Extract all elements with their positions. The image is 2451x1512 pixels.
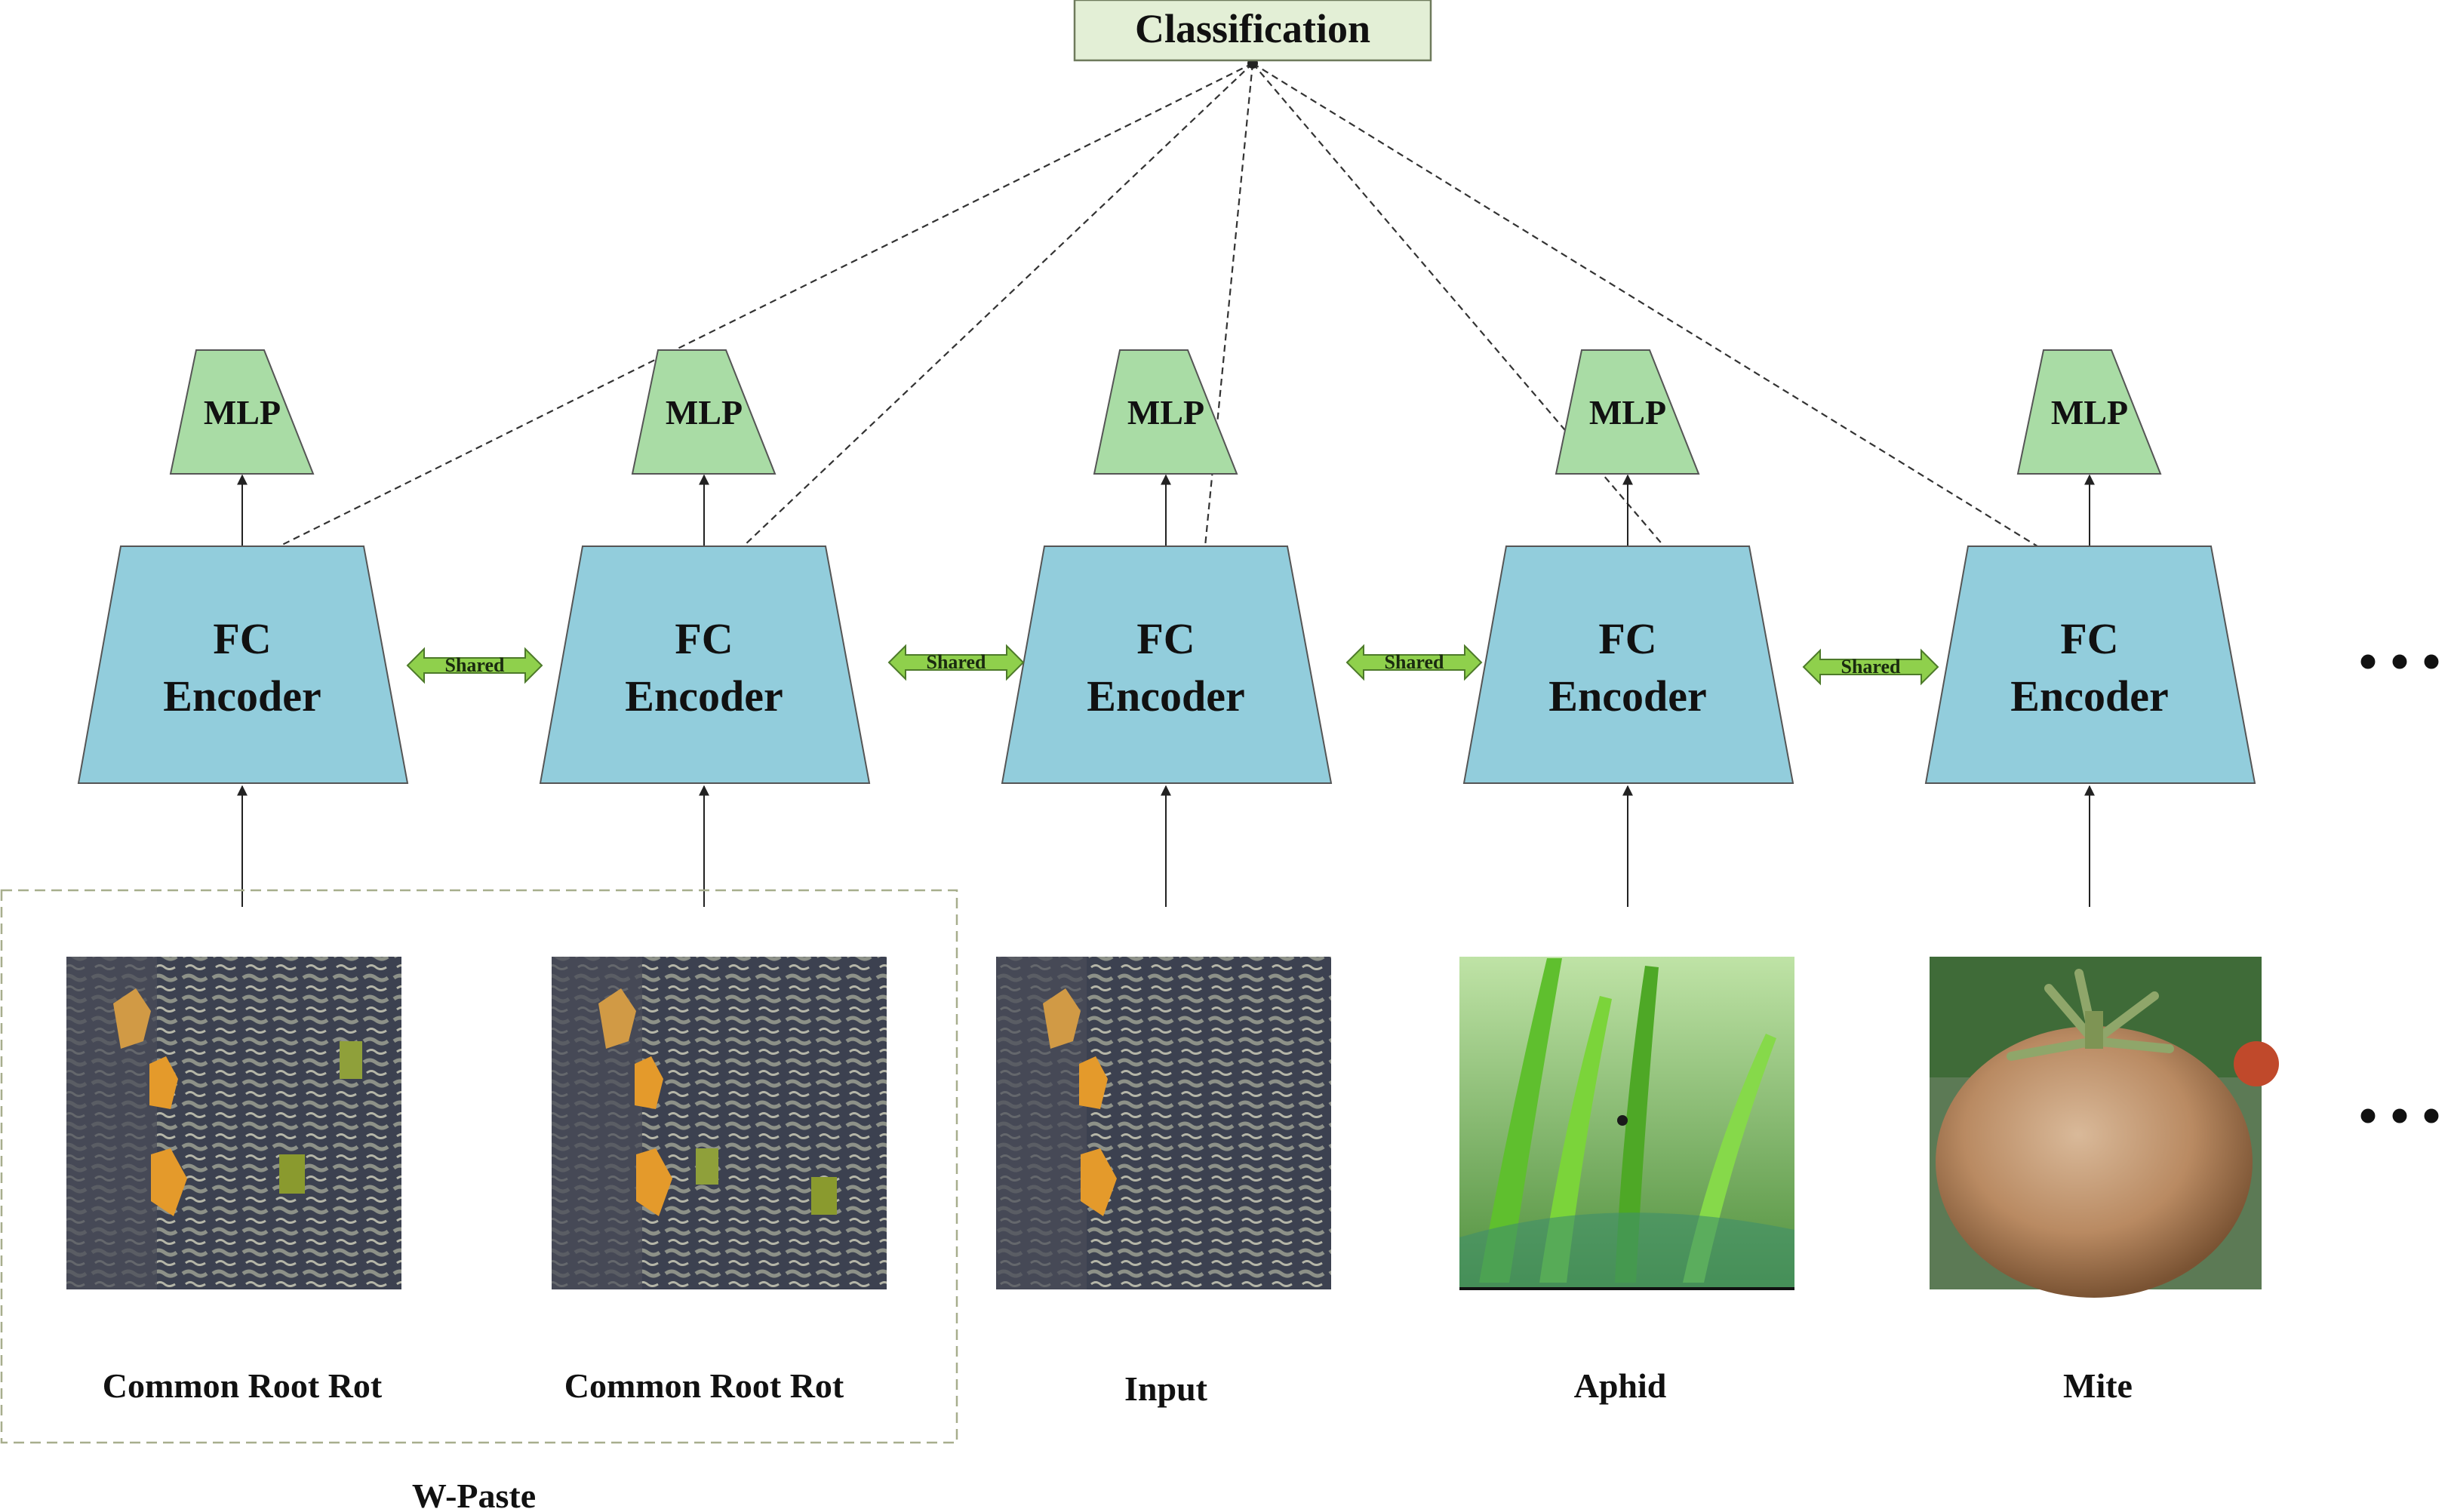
encoder-label-line1: FC	[675, 614, 733, 663]
column-aphid: MLP FC Encoder Aphid	[1459, 349, 1794, 1405]
ellipsis-encoders: • • •	[2359, 633, 2441, 691]
column-common-root-rot-1: MLP FC Encoder Common Root Rot	[66, 349, 409, 1405]
caption: Common Root Rot	[103, 1366, 383, 1405]
caption: Input	[1124, 1369, 1208, 1408]
encoder-label-line2: Encoder	[163, 671, 321, 721]
classification-links	[278, 63, 2038, 547]
fc-encoder-block	[539, 545, 871, 784]
mlp-label: MLP	[666, 393, 743, 432]
column-input: MLP FC Encoder Input	[996, 349, 1333, 1408]
encoder-label-line1: FC	[1136, 614, 1195, 663]
sample-image-bark-original	[996, 957, 1331, 1289]
w-paste-group-border	[0, 889, 958, 1444]
ellipsis-images: • • •	[2359, 1087, 2441, 1145]
shared-label: Shared	[445, 654, 506, 676]
w-paste-label: W-Paste	[412, 1477, 536, 1512]
encoder-label-line2: Encoder	[1087, 671, 1244, 721]
encoder-label-line2: Encoder	[1548, 671, 1706, 721]
encoder-label-line2: Encoder	[625, 671, 783, 721]
classification-box: Classification	[1073, 0, 1432, 62]
fc-encoder-block	[1924, 545, 2256, 784]
fc-encoder-block	[1462, 545, 1794, 784]
caption: Mite	[2063, 1366, 2133, 1405]
sample-image-tomato	[1930, 957, 2279, 1298]
caption: Common Root Rot	[564, 1366, 844, 1405]
mlp-block	[169, 349, 315, 475]
fc-encoder-block	[77, 545, 409, 784]
shared-label: Shared	[1385, 651, 1445, 673]
mlp-label: MLP	[1589, 393, 1666, 432]
sample-image-bark-pasted	[66, 957, 401, 1289]
mlp-block	[1555, 349, 1700, 475]
column-mite: MLP FC Encoder Mite	[1924, 349, 2279, 1405]
encoder-label-line1: FC	[2060, 614, 2118, 663]
shared-label: Shared	[927, 651, 987, 673]
mlp-label: MLP	[2051, 393, 2128, 432]
fc-encoder-block	[1001, 545, 1333, 784]
mlp-label: MLP	[204, 393, 281, 432]
sample-image-green-leaves	[1459, 957, 1794, 1290]
mlp-block	[631, 349, 777, 475]
encoder-label-line2: Encoder	[2010, 671, 2168, 721]
classification-label: Classification	[1135, 6, 1370, 51]
caption: Aphid	[1574, 1366, 1667, 1405]
mlp-block	[1093, 349, 1238, 475]
mlp-block	[2016, 349, 2162, 475]
shared-arrow-4: Shared	[1802, 648, 1939, 686]
column-common-root-rot-2: MLP FC Encoder Common Root Rot	[539, 349, 887, 1405]
shared-arrow-3: Shared	[1345, 644, 1483, 681]
sample-image-bark-pasted	[552, 957, 887, 1289]
mlp-label: MLP	[1127, 393, 1204, 432]
shared-arrow-2: Shared	[887, 644, 1025, 681]
shared-arrow-1: Shared	[406, 647, 543, 684]
encoder-label-line1: FC	[213, 614, 271, 663]
encoder-label-line1: FC	[1598, 614, 1656, 663]
shared-label: Shared	[1841, 656, 1902, 678]
